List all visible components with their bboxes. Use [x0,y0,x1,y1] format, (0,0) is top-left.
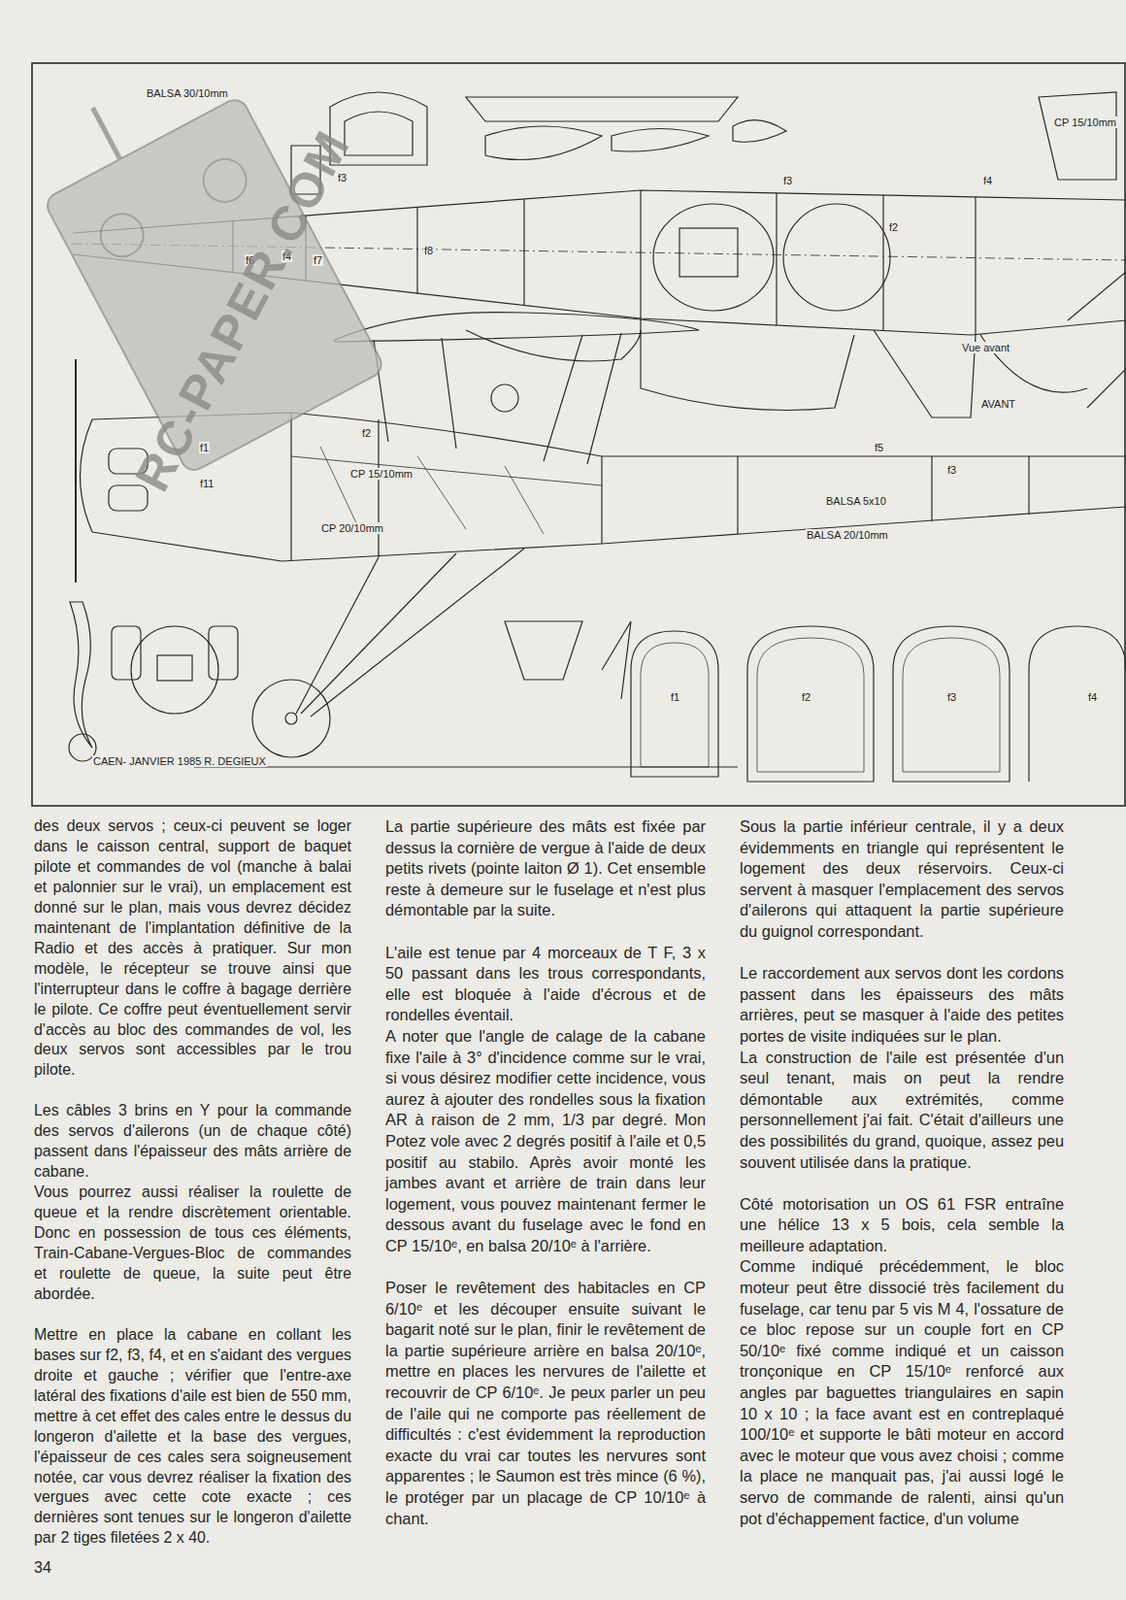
plan-label: f3 [946,691,958,703]
plan-label: BALSA 5x10 [825,495,888,507]
plan-label: Vue avant [960,341,1011,354]
plan-label: f2 [361,427,372,439]
body-paragraph: La partie supérieure des mâts est fixée … [385,816,706,922]
body-paragraph: des deux servos ; ceux-ci peuvent se log… [33,816,352,1081]
plan-label: f4 [982,174,994,187]
plan-label: f7 [312,254,324,266]
body-paragraph: Côté motorisation un OS 61 FSR entraîne … [739,1193,1064,1258]
plan-label: f11 [198,477,215,490]
body-paragraph: Les câbles 3 brins en Y pour la commande… [33,1100,352,1183]
body-paragraph: Poser le revêtement des habitacles en CP… [385,1277,706,1529]
text-column: La partie supérieure des mâts est fixée … [385,816,706,1529]
plan-label: f2 [800,691,812,703]
plan-label: f4 [1087,691,1098,703]
plan-label: f1 [669,691,681,703]
plan-label: CP 15/10mm [1053,116,1118,129]
plan-label: f3 [782,174,794,187]
body-paragraph: Sous la partie inférieur centrale, il y … [739,816,1064,943]
plan-label: CP 15/10mm [349,467,414,480]
plan-label: AVANT [980,397,1017,410]
page-number: 34 [33,1558,52,1577]
plan-label: f2 [888,221,899,233]
plan-label: CP 20/10mm [320,522,385,534]
body-paragraph: La construction de l'aile est présentée … [739,1047,1064,1174]
body-paragraph: Comme indiqué précédemment, le bloc mote… [739,1256,1064,1529]
plan-label: BALSA 20/10mm [805,529,890,541]
text-column: Sous la partie inférieur centrale, il y … [739,816,1064,1529]
body-paragraph: Vous pourrez aussi réaliser la roulette … [33,1182,352,1305]
plan-label: f8 [423,244,434,257]
body-paragraph: L'aile est tenue par 4 morceaux de T F, … [385,942,706,1027]
plan-label: BALSA 30/10mm [145,87,230,100]
plan-label: f3 [946,463,958,476]
body-paragraph: Le raccordement aux servos dont les cord… [739,962,1064,1047]
plan-label: f5 [873,441,885,454]
body-paragraph: A noter que l'angle de calage de la caba… [385,1026,706,1258]
plan-label: CAEN- JANVIER 1985 R. DEGIEUX [92,755,267,767]
body-paragraph: Mettre en place la cabane en collant les… [33,1324,352,1549]
text-column: des deux servos ; ceux-ci peuvent se log… [33,816,352,1549]
